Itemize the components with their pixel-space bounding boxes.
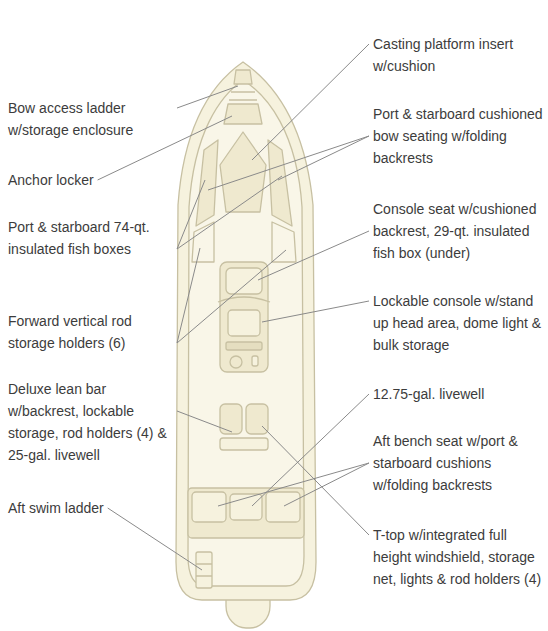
callout-label: Deluxe lean bar w/backrest, lockable sto… <box>8 378 173 466</box>
callout-label: Aft bench seat w/port & starboard cushio… <box>373 430 543 496</box>
casting-platform <box>220 132 266 212</box>
fish-box-starboard <box>272 222 296 262</box>
aft-bench <box>188 488 304 538</box>
leader-line <box>262 301 369 322</box>
leader-line <box>177 180 205 249</box>
deck-outline <box>188 80 304 586</box>
callout-label: Aft swim ladder <box>8 497 104 519</box>
callout-label: Bow access ladder w/storage enclosure <box>8 97 173 141</box>
leader-line <box>177 250 286 343</box>
bow-ladder <box>234 70 252 84</box>
callout-label: Casting platform insert w/cushion <box>373 33 543 77</box>
leader-line <box>208 136 369 190</box>
callout-label: Forward vertical rod storage holders (6) <box>8 310 173 354</box>
fish-box-port <box>192 222 214 262</box>
dashboard <box>226 342 262 350</box>
hull-outline <box>176 62 316 600</box>
leader-line <box>252 394 369 506</box>
steering-wheel <box>230 356 242 368</box>
callout-label: Console seat w/cushioned backrest, 29-qt… <box>373 198 543 264</box>
callout-label: Port & starboard cushioned bow seating w… <box>373 103 543 169</box>
leader-line <box>278 136 369 180</box>
callout-label: Port & starboard 74-qt. insulated fish b… <box>8 216 173 260</box>
anchor-locker <box>224 104 262 124</box>
bench-cushion-starboard <box>266 492 300 522</box>
callout-label: 12.75-gal. livewell <box>373 383 484 405</box>
leader-line <box>177 86 238 108</box>
leader-line <box>284 463 369 506</box>
lean-bar-seat-port <box>220 404 242 434</box>
leader-line <box>258 231 369 280</box>
leader-line <box>108 508 202 570</box>
lean-bar-base <box>220 438 268 450</box>
console-hatch <box>228 310 260 336</box>
swim-ladder <box>196 552 212 588</box>
leader-line <box>177 248 200 343</box>
callout-label: Anchor locker <box>8 169 94 191</box>
console-seat <box>226 268 262 294</box>
bow-seat-port <box>196 140 218 226</box>
lean-bar-seat-starboard <box>246 404 268 434</box>
leader-line <box>218 463 369 506</box>
throttle <box>252 356 258 366</box>
bench-cushion-port <box>192 492 226 522</box>
leader-line <box>262 426 369 535</box>
leader-line <box>177 176 282 249</box>
leader-line <box>177 411 232 432</box>
bow-ladder-step <box>229 92 257 100</box>
swim-ladder-rungs <box>196 564 212 576</box>
callout-label: Lockable console w/stand up head area, d… <box>373 290 543 356</box>
callout-label: T-top w/integrated full height windshiel… <box>373 524 543 590</box>
leader-line <box>252 44 369 160</box>
